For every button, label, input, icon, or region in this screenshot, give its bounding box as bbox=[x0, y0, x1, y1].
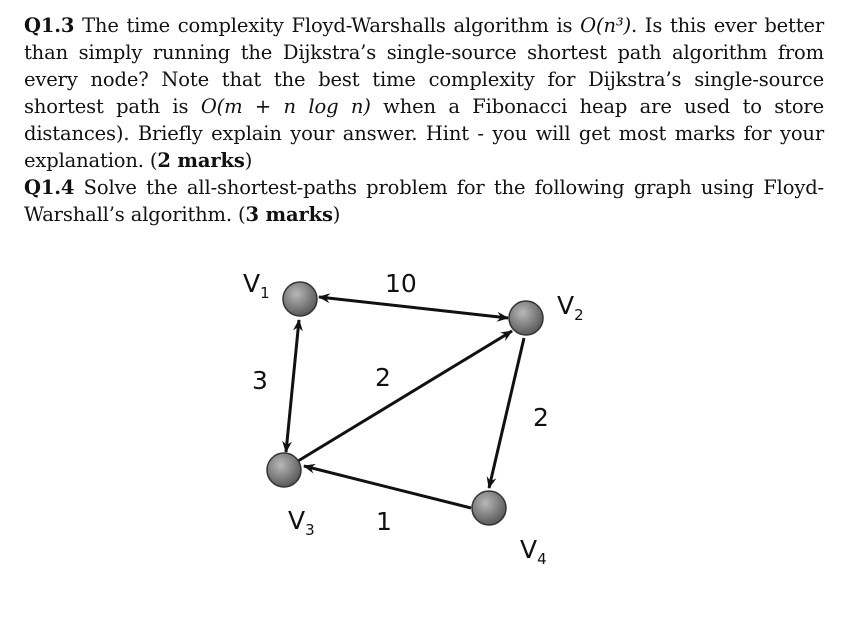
node-v3-label: V3 bbox=[288, 506, 315, 539]
question-1-3-marks: 2 marks bbox=[157, 149, 245, 172]
edge-v3-v2 bbox=[297, 329, 513, 463]
question-1-3-text-a: The time complexity Floyd-Warshalls algo… bbox=[74, 14, 581, 37]
question-1-3: Q1.3 The time complexity Floyd-Warshalls… bbox=[24, 12, 824, 174]
question-1-4-close: ) bbox=[332, 203, 341, 226]
floyd-complexity: O(n³) bbox=[580, 14, 631, 37]
edge-v2-v4-weight: 2 bbox=[533, 403, 549, 432]
node-v2-letter: V bbox=[557, 291, 574, 320]
node-v1-subscript: 1 bbox=[260, 284, 270, 302]
edge-v1-v2-weight: 10 bbox=[385, 269, 417, 298]
node-v3-letter: V bbox=[288, 506, 305, 535]
node-v4 bbox=[471, 490, 507, 526]
edge-v1-v3 bbox=[282, 319, 303, 453]
edge-v4-v3-weight: 1 bbox=[376, 507, 392, 536]
question-1-3-text-c: when a Fibonacci heap are used to store … bbox=[24, 95, 824, 172]
edge-v3-v2-weight: 2 bbox=[375, 363, 391, 392]
question-1-4-marks: 3 marks bbox=[245, 203, 333, 226]
node-v1-letter: V bbox=[243, 269, 260, 298]
edge-v1-v2 bbox=[318, 293, 509, 322]
node-v1-label: V1 bbox=[243, 269, 270, 302]
dijkstra-complexity: O(m + n log n) bbox=[200, 95, 371, 118]
question-1-3-close: ) bbox=[244, 149, 253, 172]
question-1-3-label: Q1.3 bbox=[24, 14, 75, 37]
edge-v4-v3 bbox=[303, 463, 472, 510]
question-document: Q1.3 The time complexity Floyd-Warshalls… bbox=[24, 12, 824, 228]
edge-v1-v3-weight: 3 bbox=[252, 366, 268, 395]
question-1-4: Q1.4 Solve the all-shortest-paths proble… bbox=[24, 174, 824, 228]
edge-v2-v4 bbox=[486, 337, 526, 489]
node-v2 bbox=[508, 300, 544, 336]
question-1-4-text: Solve the all-shortest-paths problem for… bbox=[24, 176, 824, 226]
question-1-3-text-b: . Is this ever better than simply runnin… bbox=[24, 14, 824, 118]
node-v4-subscript: 4 bbox=[537, 550, 547, 568]
node-v3-subscript: 3 bbox=[305, 521, 315, 539]
node-v4-label: V4 bbox=[520, 535, 547, 568]
node-v2-label: V2 bbox=[557, 291, 584, 324]
node-v1 bbox=[282, 281, 318, 317]
node-v3 bbox=[266, 452, 302, 488]
node-v4-letter: V bbox=[520, 535, 537, 564]
question-1-4-label: Q1.4 bbox=[24, 176, 75, 199]
node-v2-subscript: 2 bbox=[574, 306, 584, 324]
